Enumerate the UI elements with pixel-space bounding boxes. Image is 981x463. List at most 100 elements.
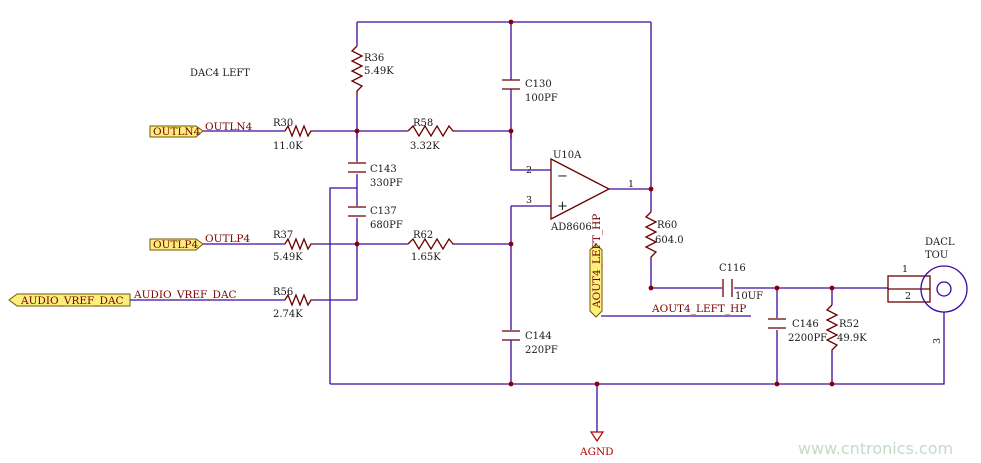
opamp-plus-sign: + xyxy=(557,199,568,214)
capacitor-c116-ref: C116 xyxy=(719,263,746,274)
opamp-pin-1: 1 xyxy=(628,179,634,190)
capacitor-c144-value: 220PF xyxy=(525,345,558,356)
capacitor-c143-symbol xyxy=(348,162,366,173)
port-aout4-left-hp[interactable]: AOUT4_LEFT_HP xyxy=(589,214,603,318)
net-label-outlp4: OUTLP4 xyxy=(205,233,250,245)
resistor-r37-symbol xyxy=(284,237,313,251)
junction-dot xyxy=(774,381,780,387)
resistor-r52[interactable]: R52 49.9K xyxy=(825,304,867,352)
junction-dot xyxy=(829,285,835,291)
junction-dot xyxy=(829,381,835,387)
port-outln4[interactable]: OUTLN4 xyxy=(149,125,204,138)
capacitor-c146-value: 2200PF xyxy=(788,333,827,344)
junction-dot xyxy=(508,241,514,247)
capacitor-c130[interactable]: C130 100PF xyxy=(502,74,558,104)
resistor-r60-value: 604.0 xyxy=(655,235,684,246)
capacitor-c116-symbol xyxy=(722,279,733,297)
opamp-u10a-part: AD8606 xyxy=(550,222,592,233)
port-audio-vref-dac-label: AUDIO_VREF_DAC xyxy=(20,295,124,307)
opamp-pin-3: 3 xyxy=(526,195,532,206)
capacitor-c144[interactable]: C144 220PF xyxy=(502,330,558,356)
resistor-r62-value: 1.65K xyxy=(411,252,441,263)
capacitor-c137[interactable]: C137 680PF xyxy=(348,206,403,231)
resistor-r30-value: 11.0K xyxy=(273,141,303,152)
resistor-r56-symbol xyxy=(284,293,313,307)
connector-dacltou[interactable]: DACL TOU 1 2 3 xyxy=(887,237,968,344)
resistor-r52-symbol xyxy=(825,304,839,352)
connector-pin-3: 3 xyxy=(932,338,943,344)
capacitor-c116[interactable]: C116 10UF xyxy=(719,263,763,302)
resistor-r36[interactable]: R36 5.49K xyxy=(350,45,394,96)
capacitor-c143-ref: C143 xyxy=(370,164,397,175)
resistor-r58-value: 3.32K xyxy=(410,141,440,152)
connector-jack-center xyxy=(936,281,952,297)
connector-pin-1: 1 xyxy=(902,264,908,275)
resistor-r36-value: 5.49K xyxy=(364,66,394,77)
connector-pin-2: 2 xyxy=(905,291,911,302)
resistor-r56[interactable]: R56 2.74K xyxy=(273,287,313,320)
capacitor-c146-symbol xyxy=(768,318,786,329)
port-outln4-label: OUTLN4 xyxy=(153,126,201,138)
ground-label: AGND xyxy=(579,446,614,458)
resistor-r56-ref: R56 xyxy=(273,287,293,298)
resistor-r60-symbol xyxy=(644,211,658,260)
port-outln4-flag xyxy=(149,125,204,138)
capacitor-c130-symbol xyxy=(502,74,520,96)
junction-dot xyxy=(508,381,514,387)
resistor-r37-value: 5.49K xyxy=(273,252,303,263)
junction-dot xyxy=(774,285,780,291)
net-label-outln4: OUTLN4 xyxy=(205,121,253,133)
port-outlp4-label: OUTLP4 xyxy=(153,239,198,251)
port-outlp4-flag xyxy=(149,238,204,251)
capacitor-c143-value: 330PF xyxy=(370,178,403,189)
resistor-r36-ref: R36 xyxy=(364,53,384,64)
junction-dot xyxy=(648,285,654,291)
opamp-u10a[interactable]: − + 2 3 1 U10A AD8606 xyxy=(526,150,634,233)
port-outlp4[interactable]: OUTLP4 xyxy=(149,238,204,251)
connector-ref-line2: TOU xyxy=(925,250,948,261)
capacitor-c130-ref: C130 xyxy=(525,79,552,90)
resistor-r62[interactable]: R62 1.65K xyxy=(407,230,455,263)
junction-dot xyxy=(354,128,360,134)
port-audio-vref-dac-flag xyxy=(8,293,131,307)
capacitor-c116-value: 10UF xyxy=(735,291,763,302)
connector-ref-line1: DACL xyxy=(925,237,955,248)
capacitor-c130-value: 100PF xyxy=(525,93,558,104)
port-aout4-left-hp-flag xyxy=(589,243,603,318)
resistor-r56-value: 2.74K xyxy=(273,309,303,320)
junction-dot xyxy=(508,19,514,25)
capacitor-c137-value: 680PF xyxy=(370,220,403,231)
resistor-r60-ref: R60 xyxy=(657,220,677,231)
wires xyxy=(130,21,945,432)
resistor-r62-ref: R62 xyxy=(413,230,433,241)
resistor-r60[interactable]: R60 604.0 xyxy=(644,211,684,260)
watermark: www.cntronics.com xyxy=(798,439,953,458)
resistor-r30[interactable]: R30 11.0K xyxy=(273,118,313,152)
resistor-r58[interactable]: R58 3.32K xyxy=(407,118,455,152)
capacitor-c137-symbol xyxy=(348,206,366,217)
resistor-r30-ref: R30 xyxy=(273,118,293,129)
junction-dot xyxy=(648,186,654,192)
resistor-r62-symbol xyxy=(407,237,455,251)
opamp-minus-sign: − xyxy=(557,169,568,184)
ground-agnd[interactable]: AGND xyxy=(579,431,614,458)
schematic-title: DAC4 LEFT xyxy=(190,68,250,79)
junction-dot xyxy=(594,381,600,387)
port-aout4-left-hp-label: AOUT4_LEFT_HP xyxy=(591,214,603,309)
capacitor-c144-symbol xyxy=(502,330,520,348)
resistor-r58-symbol xyxy=(407,124,455,138)
opamp-pin-2: 2 xyxy=(526,165,532,176)
capacitor-c146[interactable]: C146 2200PF xyxy=(768,318,827,344)
resistor-r30-symbol xyxy=(284,124,313,138)
capacitor-c143[interactable]: C143 330PF xyxy=(348,162,403,189)
resistor-r37-ref: R37 xyxy=(273,230,293,241)
port-audio-vref-dac[interactable]: AUDIO_VREF_DAC xyxy=(8,293,131,307)
net-label-aout4-left-hp: AOUT4_LEFT_HP xyxy=(651,303,746,315)
capacitor-c146-ref: C146 xyxy=(792,319,819,330)
net-label-audio-vref-dac: AUDIO_VREF_DAC xyxy=(133,289,237,301)
junctions xyxy=(354,19,835,387)
opamp-u10a-ref: U10A xyxy=(553,150,582,161)
junction-dot xyxy=(508,128,514,134)
resistor-r37[interactable]: R37 5.49K xyxy=(273,230,313,263)
